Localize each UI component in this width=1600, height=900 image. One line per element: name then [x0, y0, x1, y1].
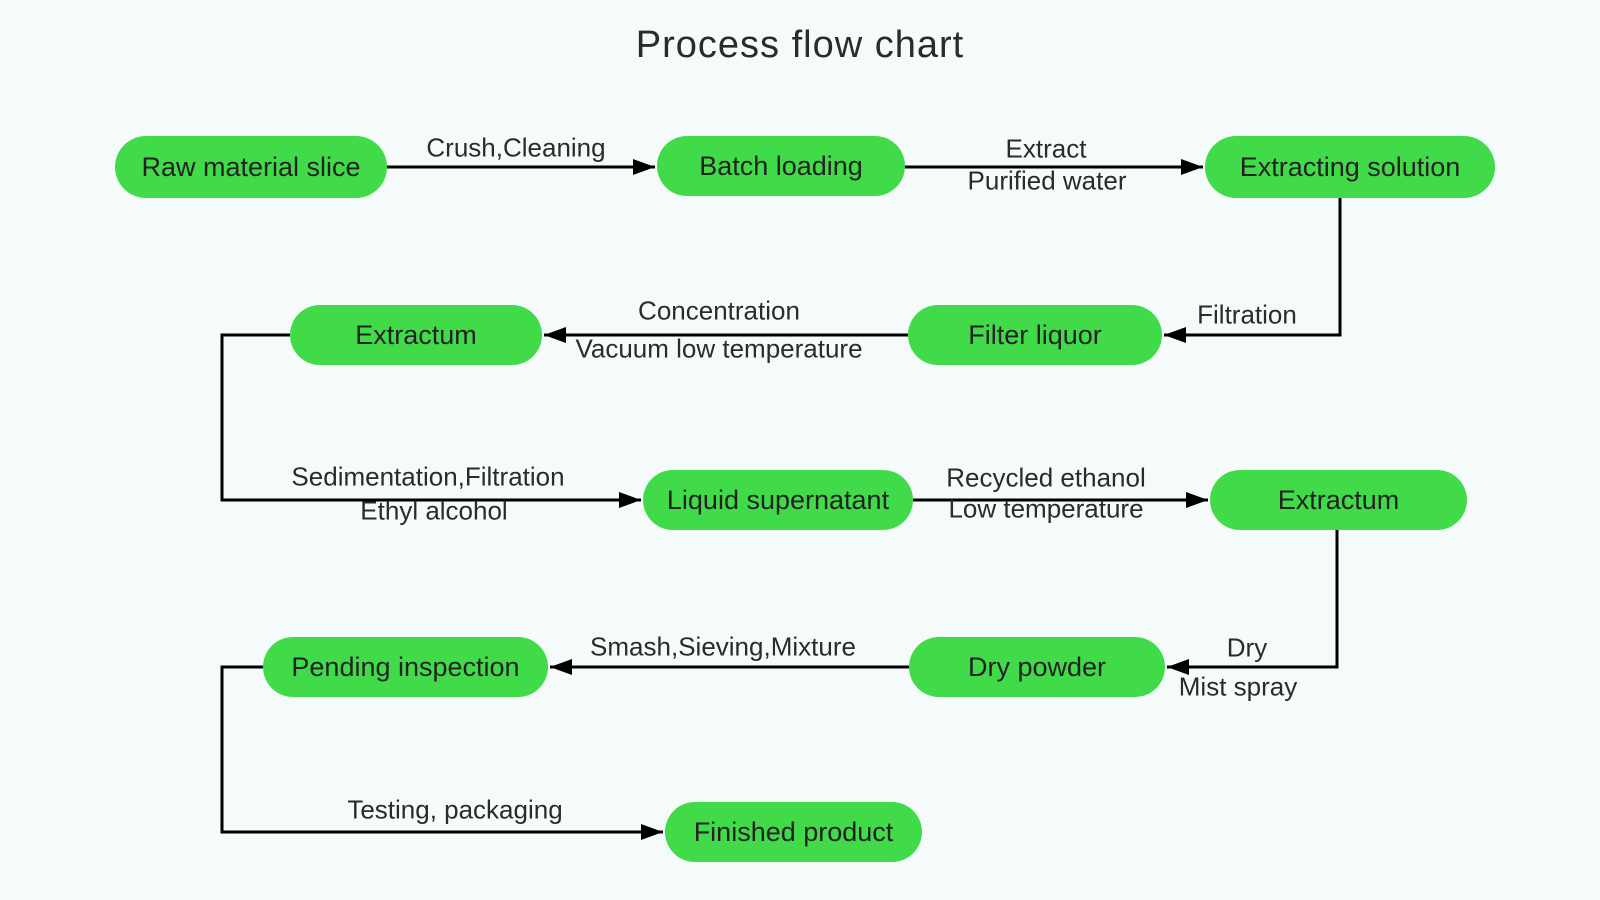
filter-liquor-node: Filter liquor	[908, 305, 1162, 365]
batch-to-extracting-solution-label: Extract	[1005, 133, 1087, 164]
extractum-to-liquid-supernatant-connector	[220, 333, 641, 508]
extractum-1-node: Extractum	[290, 305, 542, 365]
pending-inspection-to-finished-product-connector	[220, 665, 663, 840]
chart-title: Process flow chart	[635, 24, 965, 66]
dry-powder-to-pending-inspection-label: Smash,Sieving,Mixture	[590, 631, 856, 662]
extracting-solution-node: Extracting solution	[1205, 136, 1495, 198]
pending-inspection-to-finished-product-label: Testing, packaging	[347, 794, 563, 825]
filter-liquor-to-extractum-label: Concentration	[638, 295, 800, 326]
liquid-supernatant-to-extractum2-label: Low temperature	[948, 493, 1144, 524]
batch-to-extracting-solution-label: Purified water	[967, 165, 1127, 196]
extractum-2-node: Extractum	[1210, 470, 1467, 530]
extracting-solution-to-filter-liquor-connector	[1164, 198, 1342, 343]
extractum2-to-dry-powder-connector	[1167, 530, 1339, 675]
liquid-supernatant-node: Liquid supernatant	[643, 470, 913, 530]
raw-material-slice-node: Raw material slice	[115, 136, 387, 198]
extractum2-to-dry-powder-label: Mist spray	[1178, 671, 1298, 702]
filter-liquor-to-extractum-label: Vacuum low temperature	[575, 333, 863, 364]
extractum2-to-dry-powder-label: Dry	[1226, 632, 1268, 663]
batch-loading-node: Batch loading	[657, 136, 905, 196]
dry-powder-node: Dry powder	[909, 637, 1165, 697]
liquid-supernatant-to-extractum2-label: Recycled ethanol	[946, 462, 1146, 493]
finished-product-node: Finished product	[665, 802, 922, 862]
extractum-to-liquid-supernatant-label: Ethyl alcohol	[360, 495, 508, 526]
raw-to-batch-label: Crush,Cleaning	[426, 132, 606, 163]
extracting-solution-to-filter-liquor-label: Filtration	[1197, 299, 1297, 330]
pending-inspection-node: Pending inspection	[263, 637, 548, 697]
extractum-to-liquid-supernatant-label: Sedimentation,Filtration	[291, 461, 565, 492]
